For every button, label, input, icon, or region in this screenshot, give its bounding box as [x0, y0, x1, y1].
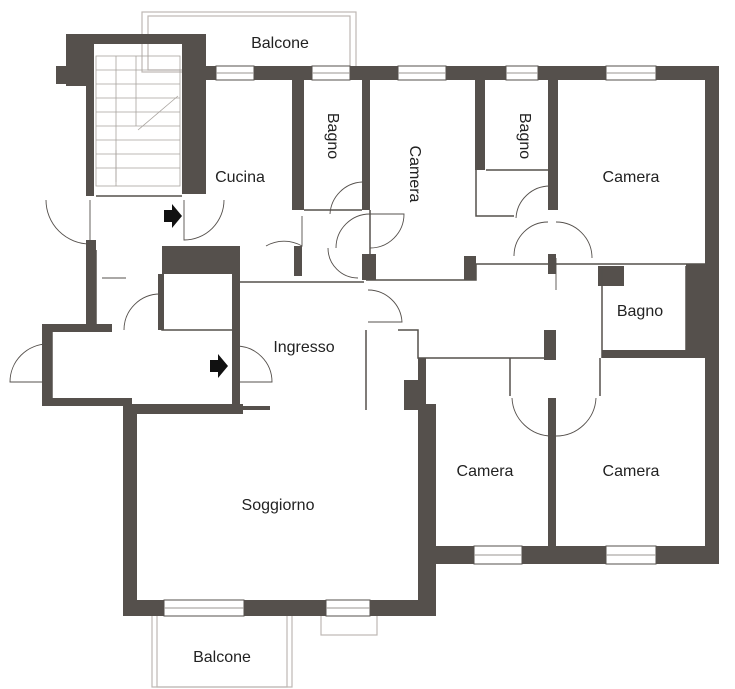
label-soggiorno: Soggiorno: [242, 497, 315, 514]
label-ingresso: Ingresso: [273, 339, 334, 356]
partitions: [51, 169, 706, 410]
windows: [163, 65, 657, 617]
entrance-arrow-lower: [210, 354, 228, 378]
label-balcone-top: Balcone: [251, 35, 309, 52]
entrance-arrows: [164, 204, 228, 378]
exterior-walls: [42, 34, 719, 616]
label-camera-1: Camera: [406, 146, 423, 203]
label-cucina: Cucina: [215, 169, 265, 186]
label-balcone-bottom: Balcone: [193, 649, 251, 666]
entrance-arrow-upper: [164, 204, 182, 228]
label-camera-2: Camera: [603, 169, 660, 186]
doors: [9, 181, 597, 437]
staircase: [95, 55, 181, 187]
label-bagno-3: Bagno: [617, 303, 663, 320]
label-bagno-2: Bagno: [516, 113, 533, 159]
room-labels: Balcone Cucina Bagno Camera Bagno Camera…: [193, 35, 663, 666]
label-camera-3: Camera: [457, 463, 514, 480]
interior-walls: [158, 80, 686, 548]
balcony-bottom: [151, 604, 378, 688]
label-bagno-1: Bagno: [324, 113, 341, 159]
label-camera-4: Camera: [603, 463, 660, 480]
